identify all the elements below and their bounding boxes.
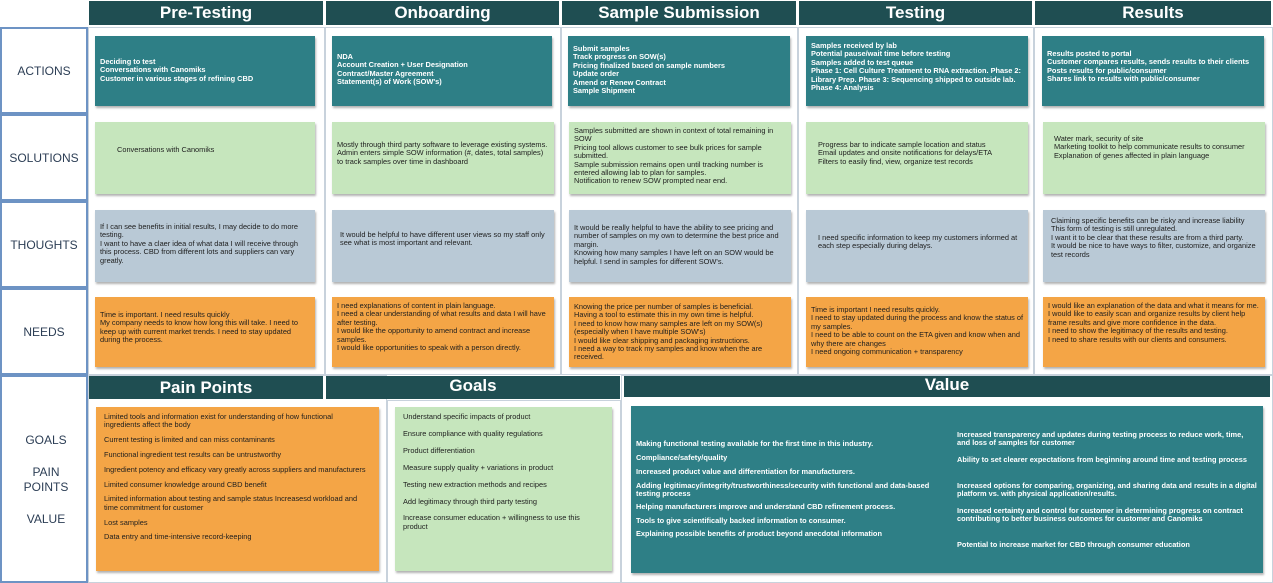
column-header-results: Results — [1035, 1, 1271, 25]
value-item: Making functional testing available for … — [636, 439, 874, 448]
value-item: Increased certainty and control for cust… — [957, 506, 1243, 524]
value-item: Tools to give scientifically backed info… — [636, 516, 846, 525]
value-item: Compliance/safety/quality — [636, 453, 728, 462]
value-item: Increased product value and differentiat… — [636, 467, 855, 476]
label-pain-points: PAIN POINTS — [23, 465, 69, 494]
pain-point-item: Limited consumer knowledge around CBD be… — [104, 479, 267, 489]
column-header-sample-submission: Sample Submission — [562, 1, 796, 25]
goal-item: Increase consumer education + willingnes… — [403, 513, 580, 531]
pain-point-item: Limited tools and information exist for … — [104, 412, 333, 430]
action-note: Submit samples Track progress on SOW(s) … — [568, 36, 790, 106]
action-note: Deciding to test Conversations with Cano… — [95, 36, 315, 106]
value-item: Helping manufacturers improve and unders… — [636, 502, 896, 511]
goals-list: Understand specific impacts of product E… — [395, 407, 612, 571]
thought-note: I need specific information to keep my c… — [806, 210, 1028, 282]
column-header-pre-testing: Pre-Testing — [89, 1, 323, 25]
row-label-solutions: SOLUTIONS — [0, 114, 88, 201]
column-header-onboarding: Onboarding — [326, 1, 559, 25]
pain-point-item: Ingredient potency and efficacy vary gre… — [104, 464, 366, 474]
row-label-actions: ACTIONS — [0, 27, 88, 114]
value-item: Ability to set clearer expectations from… — [957, 455, 1247, 464]
solution-note: Mostly through third party software to l… — [332, 122, 554, 194]
row-label-needs: NEEDS — [0, 288, 88, 375]
pain-point-item: Current testing is limited and can miss … — [104, 435, 275, 445]
bottom-row-label: GOALS PAIN POINTS VALUE — [0, 375, 88, 583]
action-note: Samples received by lab Potential pause/… — [806, 36, 1028, 106]
thought-note: It would be really helpful to have the a… — [569, 210, 791, 282]
action-note: NDA Account Creation + User Designation … — [332, 36, 552, 106]
solution-note: Water mark, security of site Marketing t… — [1043, 122, 1265, 194]
goal-item: Testing new extraction methods and recip… — [403, 479, 547, 489]
pain-point-item: Lost samples — [104, 517, 148, 527]
pain-points-list: Limited tools and information exist for … — [96, 407, 379, 571]
goal-item: Ensure compliance with quality regulatio… — [403, 428, 543, 438]
value-item: Explaining possible benefits of product … — [636, 529, 882, 538]
thought-note: It would be helpful to have different us… — [332, 210, 554, 282]
value-item: Potential to increase market for CBD thr… — [957, 540, 1190, 549]
need-note: I would like an explanation of the data … — [1043, 297, 1265, 367]
value-item: Increased options for comparing, organiz… — [957, 481, 1257, 499]
column-header-testing: Testing — [799, 1, 1032, 25]
solution-note: Conversations with Canomiks — [95, 122, 315, 194]
value-item: Adding legitimacy/integrity/trustworthin… — [636, 481, 930, 499]
pain-point-item: Limited information about testing and sa… — [104, 494, 358, 512]
value-list: Making functional testing available for … — [631, 406, 1263, 573]
solution-note: Samples submitted are shown in context o… — [569, 122, 791, 194]
pain-point-item: Data entry and time-intensive record-kee… — [104, 532, 252, 542]
goal-item: Measure supply quality + variations in p… — [403, 462, 554, 472]
pain-point-item: Functional ingredient test results can b… — [104, 450, 282, 459]
goal-item: Understand specific impacts of product — [403, 412, 531, 421]
need-note: Knowing the price per number of samples … — [569, 297, 791, 367]
label-goals: GOALS — [25, 433, 67, 447]
need-note: I need explanations of content in plain … — [332, 297, 554, 367]
thought-note: Claiming specific benefits can be risky … — [1043, 210, 1265, 282]
label-value: VALUE — [26, 512, 66, 526]
solution-note: Progress bar to indicate sample location… — [806, 122, 1028, 194]
goal-item: Add legitimacy through third party testi… — [403, 496, 537, 506]
goal-item: Product differentiation — [403, 445, 475, 455]
need-note: Time is important I need results quickly… — [806, 297, 1028, 367]
row-label-thoughts: THOUGHTS — [0, 201, 88, 288]
goals-header: Goals — [326, 376, 620, 399]
value-item: Increased transparency and updates durin… — [957, 430, 1244, 448]
need-note: Time is important. I need results quickl… — [95, 297, 315, 367]
value-header: Value — [624, 376, 1270, 397]
pain-points-header: Pain Points — [89, 376, 323, 399]
action-note: Results posted to portal Customer compar… — [1042, 36, 1264, 106]
thought-note: If I can see benefits in initial results… — [95, 210, 315, 282]
